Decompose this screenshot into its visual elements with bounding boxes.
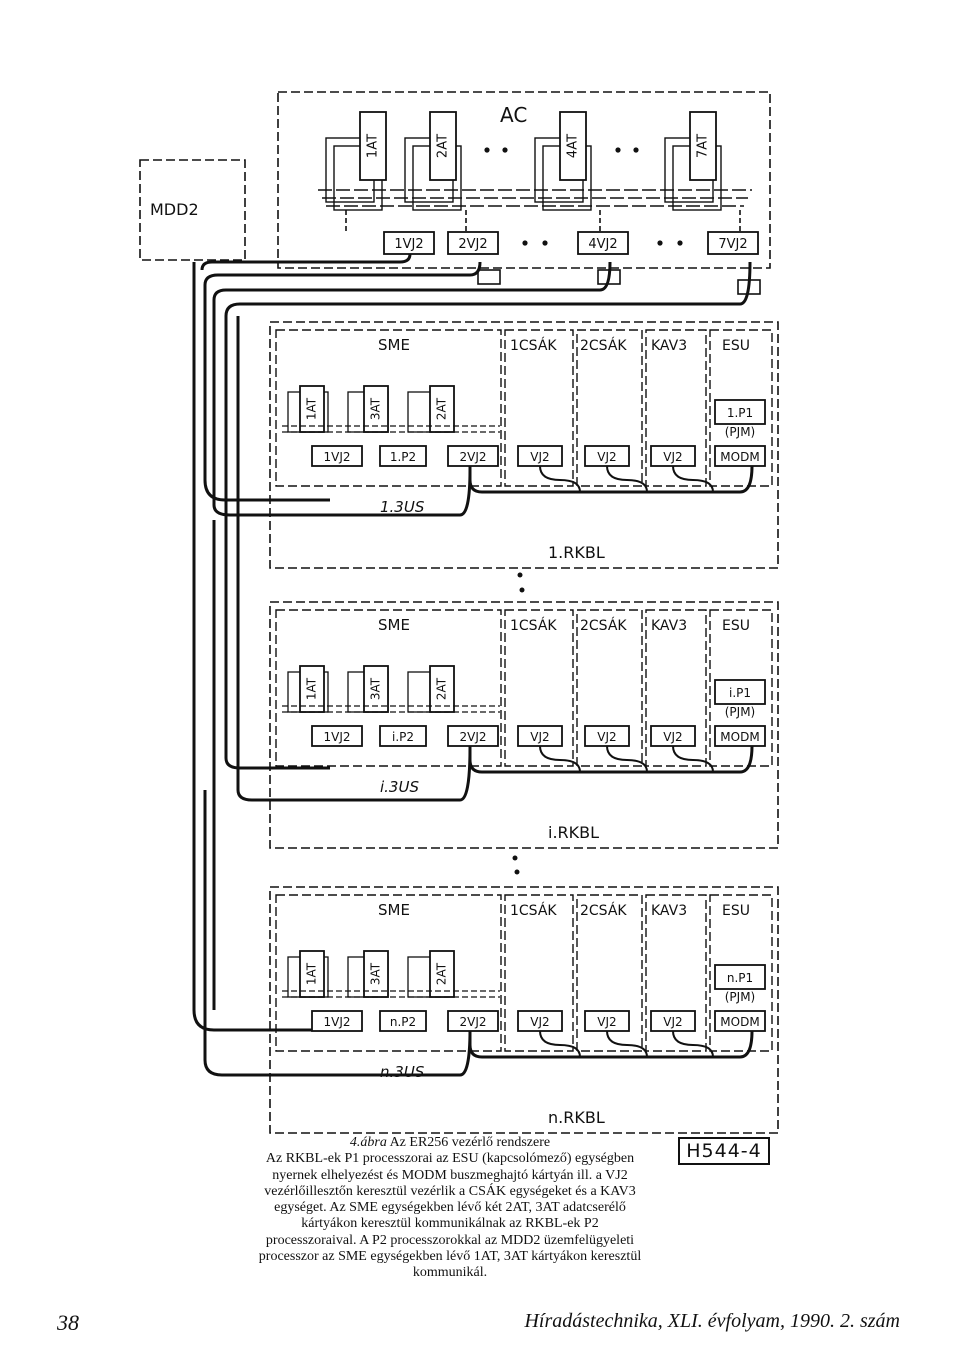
svg-text:2CSÁK: 2CSÁK	[580, 337, 627, 354]
svg-text:1VJ2: 1VJ2	[323, 730, 350, 744]
svg-text:SME: SME	[378, 616, 410, 634]
svg-text:VJ2: VJ2	[597, 1015, 616, 1029]
svg-text:MODM: MODM	[720, 1015, 759, 1029]
svg-text:KAV3: KAV3	[651, 903, 687, 919]
svg-text:1AT: 1AT	[305, 962, 319, 985]
svg-text:1.P2: 1.P2	[390, 450, 416, 464]
svg-text:i.P2: i.P2	[392, 730, 414, 744]
svg-text:2CSÁK: 2CSÁK	[580, 902, 627, 919]
svg-text:SME: SME	[378, 336, 410, 354]
svg-text:KAV3: KAV3	[651, 618, 687, 634]
svg-text:(PJM): (PJM)	[725, 425, 756, 439]
svg-text:VJ2: VJ2	[597, 730, 616, 744]
journal-footer: Híradástechnika, XLI. évfolyam, 1990. 2.…	[524, 1310, 900, 1332]
svg-text:2AT: 2AT	[435, 677, 449, 700]
svg-text:n.P1: n.P1	[727, 971, 753, 985]
ac-card-2-label: 2AT	[436, 134, 451, 158]
svg-text:1VJ2: 1VJ2	[394, 237, 423, 252]
svg-text:3AT: 3AT	[369, 397, 383, 420]
ac-controller-7: 7VJ2	[707, 231, 759, 255]
svg-text:1VJ2: 1VJ2	[323, 1015, 350, 1029]
rkbl-unit-1: SME 1CSÁK 2CSÁK KAV3 ESU 1AT 3AT 2AT 1VJ…	[269, 321, 779, 569]
caption-text: Az RKBL-ek P1 processzorai az ESU (kapcs…	[258, 1151, 642, 1281]
svg-text:VJ2: VJ2	[597, 450, 616, 464]
svg-text:2VJ2: 2VJ2	[459, 450, 486, 464]
svg-text:1.P1: 1.P1	[727, 406, 753, 420]
svg-text:2AT: 2AT	[435, 962, 449, 985]
svg-text:7VJ2: 7VJ2	[718, 237, 747, 252]
svg-text:i.P1: i.P1	[729, 686, 751, 700]
bus-cables	[192, 253, 752, 1077]
ac-card-1-label: 1AT	[366, 134, 381, 158]
svg-text:2AT: 2AT	[435, 397, 449, 420]
svg-text:MODM: MODM	[720, 450, 759, 464]
ac-controller-2: 2VJ2	[447, 231, 499, 255]
svg-text:1VJ2: 1VJ2	[323, 450, 350, 464]
figure-stamp: H544-4	[678, 1137, 770, 1165]
svg-text:3AT: 3AT	[369, 962, 383, 985]
svg-text:1CSÁK: 1CSÁK	[510, 902, 557, 919]
svg-text:(PJM): (PJM)	[725, 705, 756, 719]
mdd2-label: MDD2	[150, 200, 199, 219]
ac-title: AC	[500, 103, 527, 127]
ac-controller-1: 1VJ2	[383, 231, 435, 255]
svg-text:MODM: MODM	[720, 730, 759, 744]
svg-text:4VJ2: 4VJ2	[588, 237, 617, 252]
svg-text:VJ2: VJ2	[530, 1015, 549, 1029]
mdd2-block: MDD2	[139, 159, 246, 261]
svg-text:n.3US: n.3US	[380, 1063, 425, 1081]
svg-text:VJ2: VJ2	[530, 450, 549, 464]
svg-text:(PJM): (PJM)	[725, 990, 756, 1004]
svg-text:VJ2: VJ2	[663, 450, 682, 464]
svg-text:1AT: 1AT	[305, 397, 319, 420]
caption-title: 4.ábra Az ER256 vezérlő rendszere	[349, 1135, 551, 1150]
svg-text:1CSÁK: 1CSÁK	[510, 337, 557, 354]
svg-text:VJ2: VJ2	[663, 730, 682, 744]
svg-text:n.P2: n.P2	[390, 1015, 416, 1029]
ac-card-7: 7AT	[664, 111, 741, 232]
ac-card-1: 1AT	[325, 111, 387, 232]
ac-card-7-label: 7AT	[696, 134, 711, 158]
svg-text:1CSÁK: 1CSÁK	[510, 617, 557, 634]
page-number: 38	[57, 1310, 79, 1335]
figure-caption: 4.ábra Az ER256 vezérlő rendszere Az RKB…	[255, 1135, 645, 1282]
rkbl-unit-2: SME 1CSÁK 2CSÁK KAV3 ESU 1AT 3AT 2AT 1VJ…	[269, 601, 779, 849]
svg-text:1.3US: 1.3US	[380, 498, 425, 516]
svg-text:ESU: ESU	[722, 903, 750, 919]
svg-text:1.RKBL: 1.RKBL	[548, 543, 605, 562]
svg-text:ESU: ESU	[722, 338, 750, 354]
ac-card-4: 4AT	[534, 111, 601, 232]
svg-text:n.RKBL: n.RKBL	[548, 1108, 605, 1127]
svg-text:i.RKBL: i.RKBL	[548, 823, 599, 842]
svg-text:i.3US: i.3US	[380, 778, 419, 796]
svg-text:VJ2: VJ2	[663, 1015, 682, 1029]
svg-text:1AT: 1AT	[305, 677, 319, 700]
svg-text:2VJ2: 2VJ2	[459, 730, 486, 744]
ac-controller-4: 4VJ2	[577, 231, 629, 255]
svg-text:3AT: 3AT	[369, 677, 383, 700]
svg-text:KAV3: KAV3	[651, 338, 687, 354]
ac-block: AC 1AT 2AT 4AT 7AT	[277, 91, 771, 295]
svg-text:2VJ2: 2VJ2	[459, 1015, 486, 1029]
ac-card-4-label: 4AT	[566, 134, 581, 158]
svg-text:2CSÁK: 2CSÁK	[580, 617, 627, 634]
svg-text:SME: SME	[378, 901, 410, 919]
rkbl-unit-3: SME 1CSÁK 2CSÁK KAV3 ESU 1AT 3AT 2AT 1VJ…	[269, 886, 779, 1134]
svg-text:ESU: ESU	[722, 618, 750, 634]
svg-text:2VJ2: 2VJ2	[458, 237, 487, 252]
ac-card-2: 2AT	[404, 111, 467, 232]
svg-text:VJ2: VJ2	[530, 730, 549, 744]
